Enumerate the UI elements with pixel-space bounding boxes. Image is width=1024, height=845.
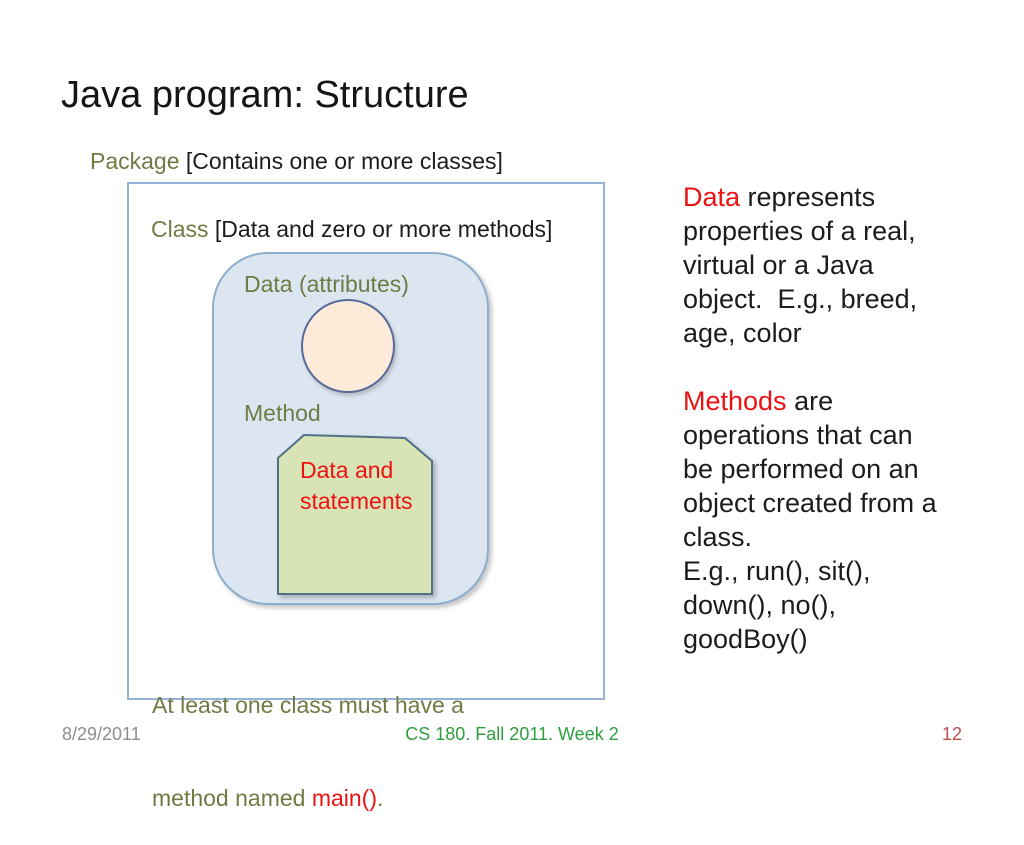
method-shape [277, 434, 433, 595]
main-keyword: main() [311, 785, 377, 811]
methods-paragraph-line: E.g., run(), sit(), [683, 556, 871, 586]
data-paragraph-first-rest: represents [740, 182, 876, 212]
package-description: [Contains one or more classes] [179, 148, 503, 174]
methods-paragraph-line: Methods are [683, 384, 1003, 418]
class-keyword: Class [151, 216, 209, 242]
method-shape-text-line1: Data and [300, 457, 394, 483]
method-shape-text-line2: statements [300, 488, 413, 514]
footer-date: 8/29/2011 [62, 724, 141, 744]
note-line2: method named main(). [152, 783, 464, 814]
package-keyword: Package [90, 148, 180, 174]
methods-paragraph-line: goodBoy() [683, 624, 808, 654]
note-line2-suffix: . [377, 785, 384, 811]
right-text-panel: Data represents properties of a real, vi… [683, 180, 1003, 656]
slide-title: Java program: Structure [61, 74, 469, 116]
method-shape-text: Data and statements [300, 455, 413, 517]
footer-course: CS 180. Fall 2011. Week 2 [405, 724, 619, 744]
methods-keyword: Methods [683, 386, 787, 416]
class-label: Class [Data and zero or more methods] [151, 216, 552, 243]
note-line2-prefix: method named [152, 785, 312, 811]
data-paragraph-line: age, color [683, 318, 802, 348]
method-label: Method [244, 400, 321, 426]
data-attribute-circle [301, 299, 395, 393]
data-paragraph-line: properties of a real, [683, 216, 916, 246]
class-description: [Data and zero or more methods] [208, 216, 553, 242]
methods-paragraph-line: object created from a [683, 488, 937, 518]
methods-paragraph-line: class. [683, 522, 753, 552]
methods-paragraph-first-rest: are [786, 386, 834, 416]
note-line1: At least one class must have a [152, 692, 464, 718]
methods-paragraph: Methods are operations that can be perfo… [683, 384, 1003, 656]
data-paragraph-line: Data represents [683, 180, 1003, 214]
package-label: Package [Contains one or more classes] [90, 148, 503, 175]
paragraph-gap [683, 350, 1003, 384]
methods-paragraph-line: be performed on an [683, 454, 919, 484]
methods-paragraph-line: down(), no(), [683, 590, 837, 620]
data-keyword: Data [683, 182, 741, 212]
method-polygon [277, 434, 433, 595]
data-paragraph-line: object. E.g., breed, [683, 284, 918, 314]
methods-paragraph-line: operations that can [683, 420, 913, 450]
data-paragraph: Data represents properties of a real, vi… [683, 180, 1003, 350]
footer-page-number: 12 [941, 724, 962, 744]
data-paragraph-line: virtual or a Java [683, 250, 874, 280]
data-attributes-label: Data (attributes) [244, 271, 409, 297]
